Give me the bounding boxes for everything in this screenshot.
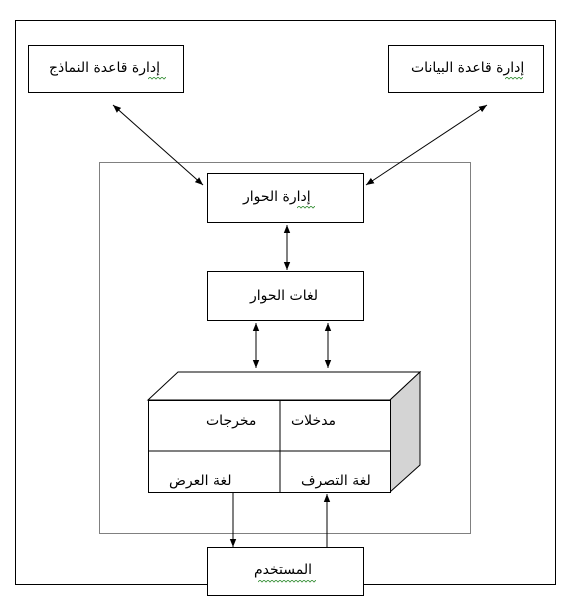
spellcheck-underline	[148, 77, 166, 80]
arrow-data-dialog	[365, 104, 488, 186]
user-box	[207, 547, 364, 596]
dialog-languages-label: لغات الحوار	[250, 288, 318, 304]
model-base-box	[28, 45, 184, 93]
spellcheck-underline	[505, 77, 523, 80]
spellcheck-underline	[258, 580, 316, 583]
display-language-label: لغة العرض	[169, 473, 232, 489]
data-base-box	[388, 45, 544, 93]
inner-frame	[99, 162, 471, 534]
model-base-label: إدارة قاعدة النماذج	[49, 60, 161, 76]
dialog-languages-box	[207, 271, 364, 321]
data-base-label: إدارة قاعدة البيانات	[411, 60, 525, 76]
display-language-clip: لغة العرض	[149, 465, 279, 489]
outputs-label: مخرجات	[206, 413, 257, 429]
dialog-management-box	[207, 173, 364, 223]
interface-block	[148, 400, 391, 493]
user-label: المستخدم	[254, 562, 313, 578]
dialog-management-label: إدارة الحوار	[243, 189, 311, 205]
action-language-clip: لغة التصرف	[281, 465, 389, 489]
action-language-label: لغة التصرف	[301, 473, 371, 489]
inputs-label: مدخلات	[291, 413, 337, 429]
spellcheck-underline	[297, 206, 315, 209]
arrow-model-dialog	[112, 104, 204, 186]
